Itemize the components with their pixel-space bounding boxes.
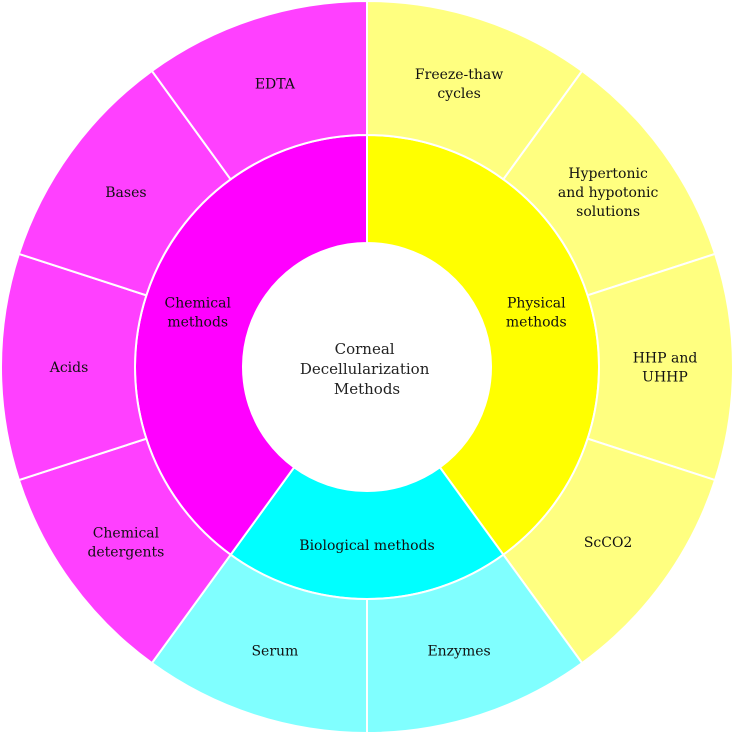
category-label-physical-methods-line-2: methods <box>506 314 567 330</box>
labels: Physical methods Freeze-thaw cyclesHyperton… <box>49 67 698 659</box>
leaf-label-bases: Bases <box>105 185 146 201</box>
leaf-label-acids-line-1: Acids <box>49 360 89 376</box>
leaf-label-freeze-thaw-cycles-line-1: Freeze-thaw <box>415 67 503 83</box>
leaf-label-chemical-detergents-line-1: Chemical <box>93 526 160 542</box>
leaf-label-hhp-and-uhhp-line-1: HHP and <box>633 351 698 367</box>
leaf-label-hhp-and-uhhp-line-2: UHHP <box>642 370 688 386</box>
leaf-label-edta-line-1: EDTA <box>255 77 296 93</box>
leaf-label-freeze-thaw-cycles: Freeze-thaw cycles <box>415 67 503 102</box>
category-label-biological-methods: Biological methods <box>299 538 434 554</box>
center-label: Corneal Decellularization Methods <box>300 340 434 398</box>
category-label-chemical-methods-line-1: Chemical <box>164 295 231 311</box>
category-label-chemical-methods: Chemical methods <box>164 295 231 330</box>
leaf-label-scco2: ScCO2 <box>584 535 633 551</box>
category-label-biological-methods-line-1: Biological methods <box>299 538 434 554</box>
leaf-label-hypertonic-and-hypotonic-solutions-line-2: and hypotonic <box>558 185 659 201</box>
leaf-label-hypertonic-and-hypotonic-solutions-line-1: Hypertonic <box>568 166 648 182</box>
leaf-label-chemical-detergents: Chemical detergents <box>87 526 164 561</box>
leaf-label-acids: Acids <box>49 360 89 376</box>
inner-ring <box>134 133 600 600</box>
category-label-physical-methods: Physical methods <box>506 295 567 330</box>
leaf-label-scco2-line-1: ScCO2 <box>584 535 633 551</box>
leaf-label-enzymes: Enzymes <box>427 643 490 659</box>
leaf-label-serum: Serum <box>251 643 298 659</box>
leaf-label-chemical-detergents-line-2: detergents <box>87 545 164 561</box>
leaf-label-freeze-thaw-cycles-line-2: cycles <box>437 86 481 102</box>
center-label-line-2: Decellularization <box>300 360 430 378</box>
category-label-chemical-methods-line-2: methods <box>167 314 228 330</box>
leaf-label-enzymes-line-1: Enzymes <box>427 643 490 659</box>
category-label-physical-methods-line-1: Physical <box>507 295 566 311</box>
leaf-label-serum-line-1: Serum <box>251 643 298 659</box>
leaf-label-hypertonic-and-hypotonic-solutions: Hypertonic and hypotonic solutions <box>558 166 659 220</box>
leaf-segment-edta <box>150 0 368 181</box>
leaf-label-edta: EDTA <box>255 77 296 93</box>
center-label-line-3: Methods <box>334 380 400 398</box>
center-label-line-1: Corneal <box>335 340 395 358</box>
leaf-label-bases-line-1: Bases <box>105 185 146 201</box>
center-hole <box>243 243 491 491</box>
leaf-label-hypertonic-and-hypotonic-solutions-line-3: solutions <box>576 204 640 220</box>
